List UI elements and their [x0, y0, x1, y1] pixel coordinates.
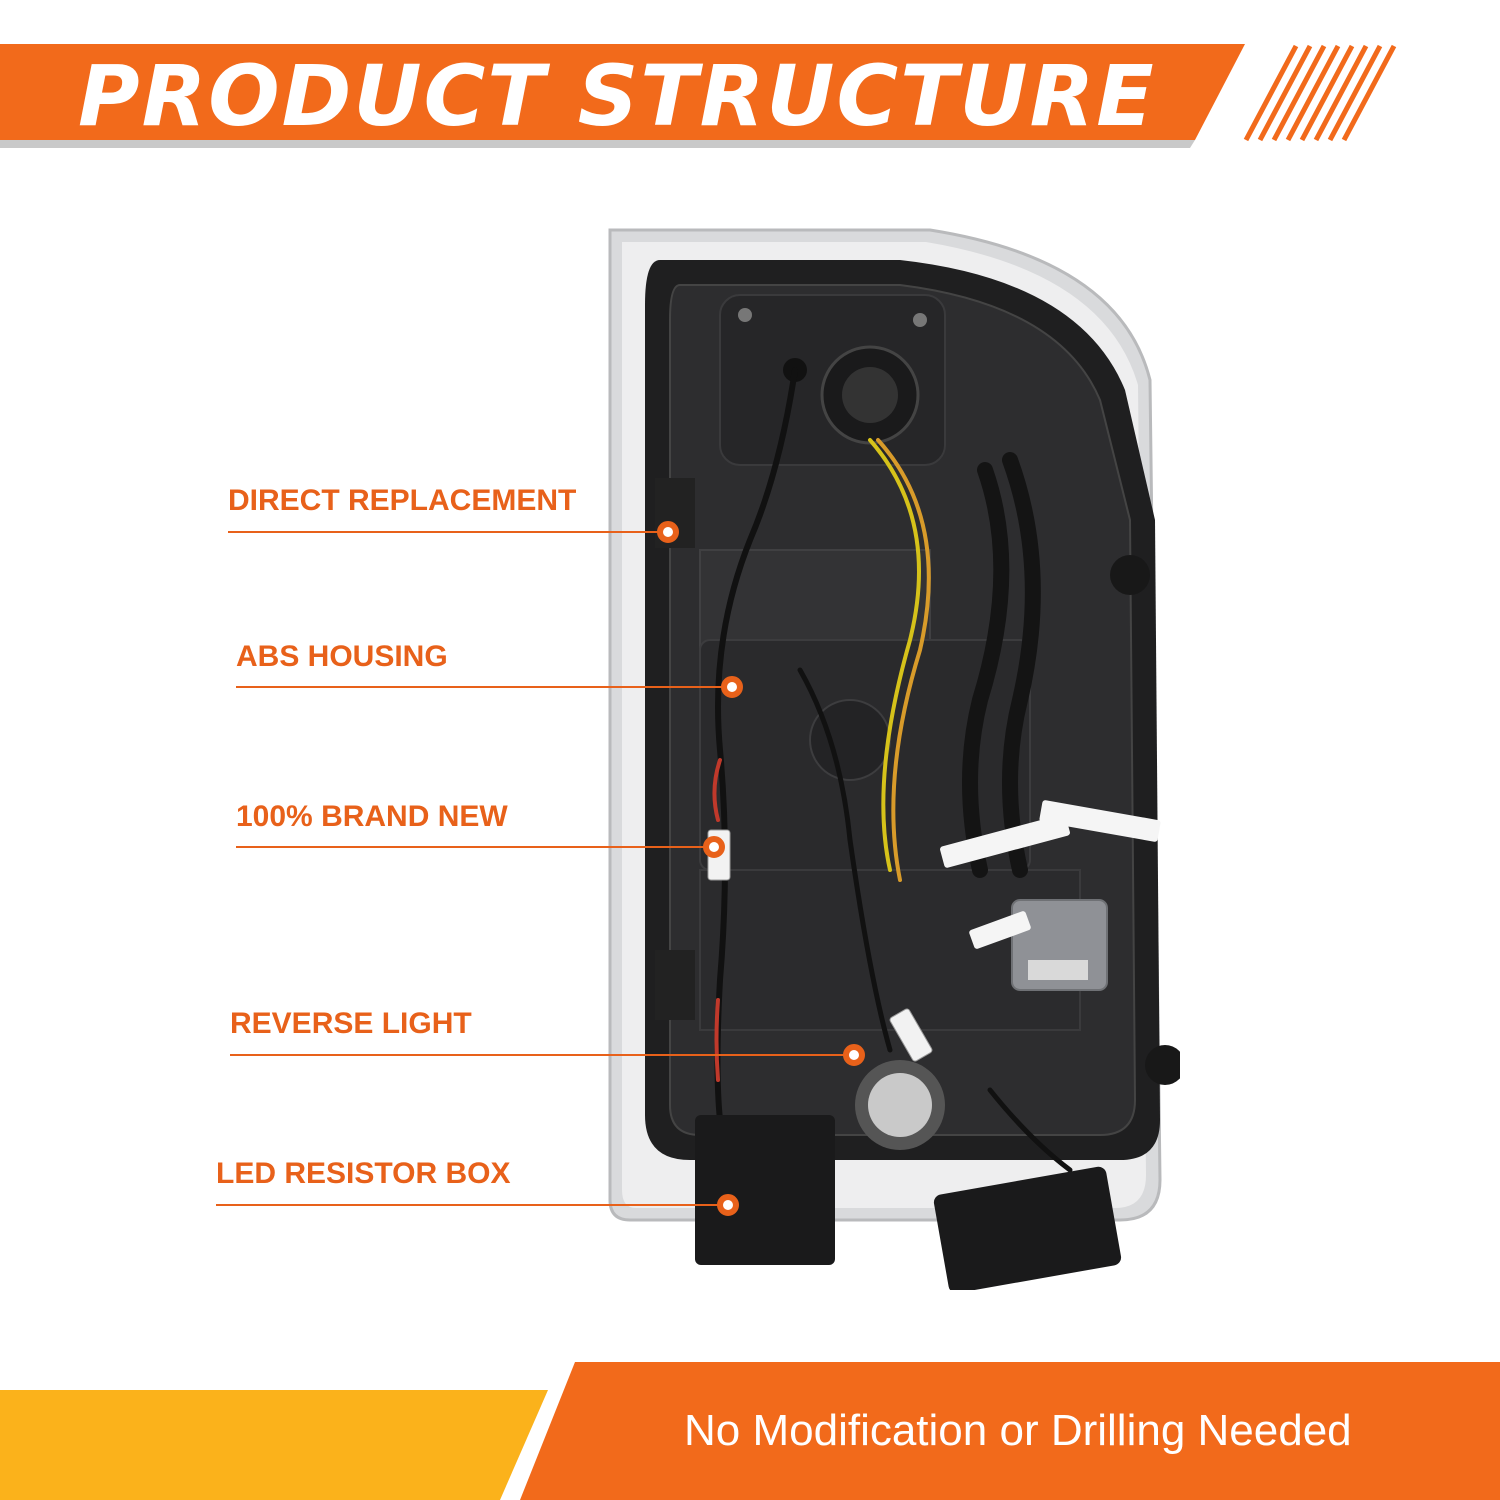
callout-direct-replacement: DIRECT REPLACEMENT — [228, 484, 577, 517]
callout-marker-reverse-light — [843, 1044, 865, 1066]
tail-light-image — [608, 228, 1180, 1290]
header-banner: PRODUCT STRUCTURE — [0, 44, 1500, 148]
callout-marker-led-resistor-box — [717, 1194, 739, 1216]
callout-marker-direct-replacement — [657, 521, 679, 543]
callout-led-resistor-box: LED RESISTOR BOX — [216, 1157, 511, 1190]
footer-shape — [0, 1362, 1500, 1500]
footer-text: No Modification or Drilling Needed — [684, 1406, 1352, 1455]
callout-brand-new: 100% BRAND NEW — [236, 800, 508, 833]
callout-line-abs-housing — [236, 686, 732, 688]
callout-marker-brand-new — [703, 836, 725, 858]
callout-line-led-resistor-box — [216, 1204, 728, 1206]
page-title: PRODUCT STRUCTURE — [78, 47, 1156, 145]
footer-banner: No Modification or Drilling Needed — [0, 1362, 1500, 1500]
callout-line-reverse-light — [230, 1054, 854, 1056]
callout-reverse-light: REVERSE LIGHT — [230, 1007, 472, 1040]
stripe-decoration — [1243, 44, 1397, 142]
banner-shape — [0, 44, 1397, 148]
callout-abs-housing: ABS HOUSING — [236, 640, 448, 673]
callout-line-brand-new — [236, 846, 714, 848]
callout-marker-abs-housing — [721, 676, 743, 698]
callout-line-direct-replacement — [228, 531, 668, 533]
